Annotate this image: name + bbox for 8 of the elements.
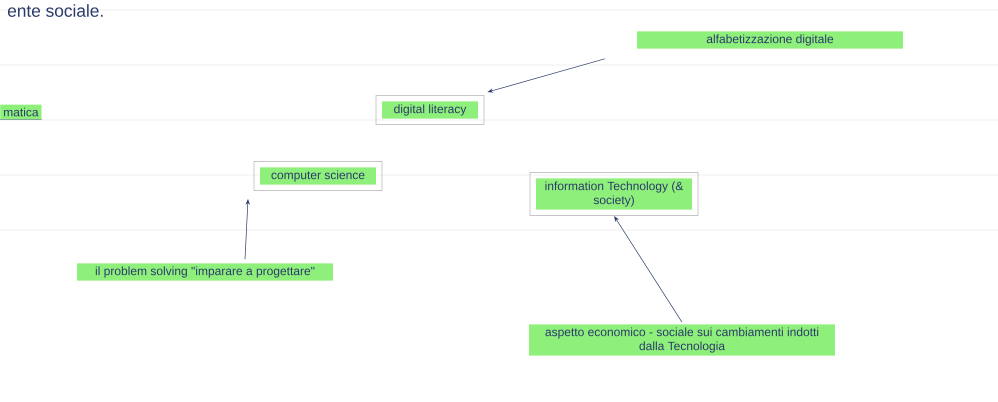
concept-box: digital literacy [376, 95, 484, 125]
concept-box: computer science [254, 161, 382, 191]
annotation-text: il problem solving "imparare a progettare" [77, 263, 333, 281]
annotation-text: alfabetizzazione digitale [637, 31, 903, 49]
handwritten-note: ente sociale. [8, 4, 103, 17]
annotation-text: aspetto economico - sociale sui cambiamenti indotti dalla Tecnologia [529, 324, 835, 356]
underlined-label: matica [0, 104, 42, 120]
concept-box: information Technology (& society) [530, 172, 698, 216]
